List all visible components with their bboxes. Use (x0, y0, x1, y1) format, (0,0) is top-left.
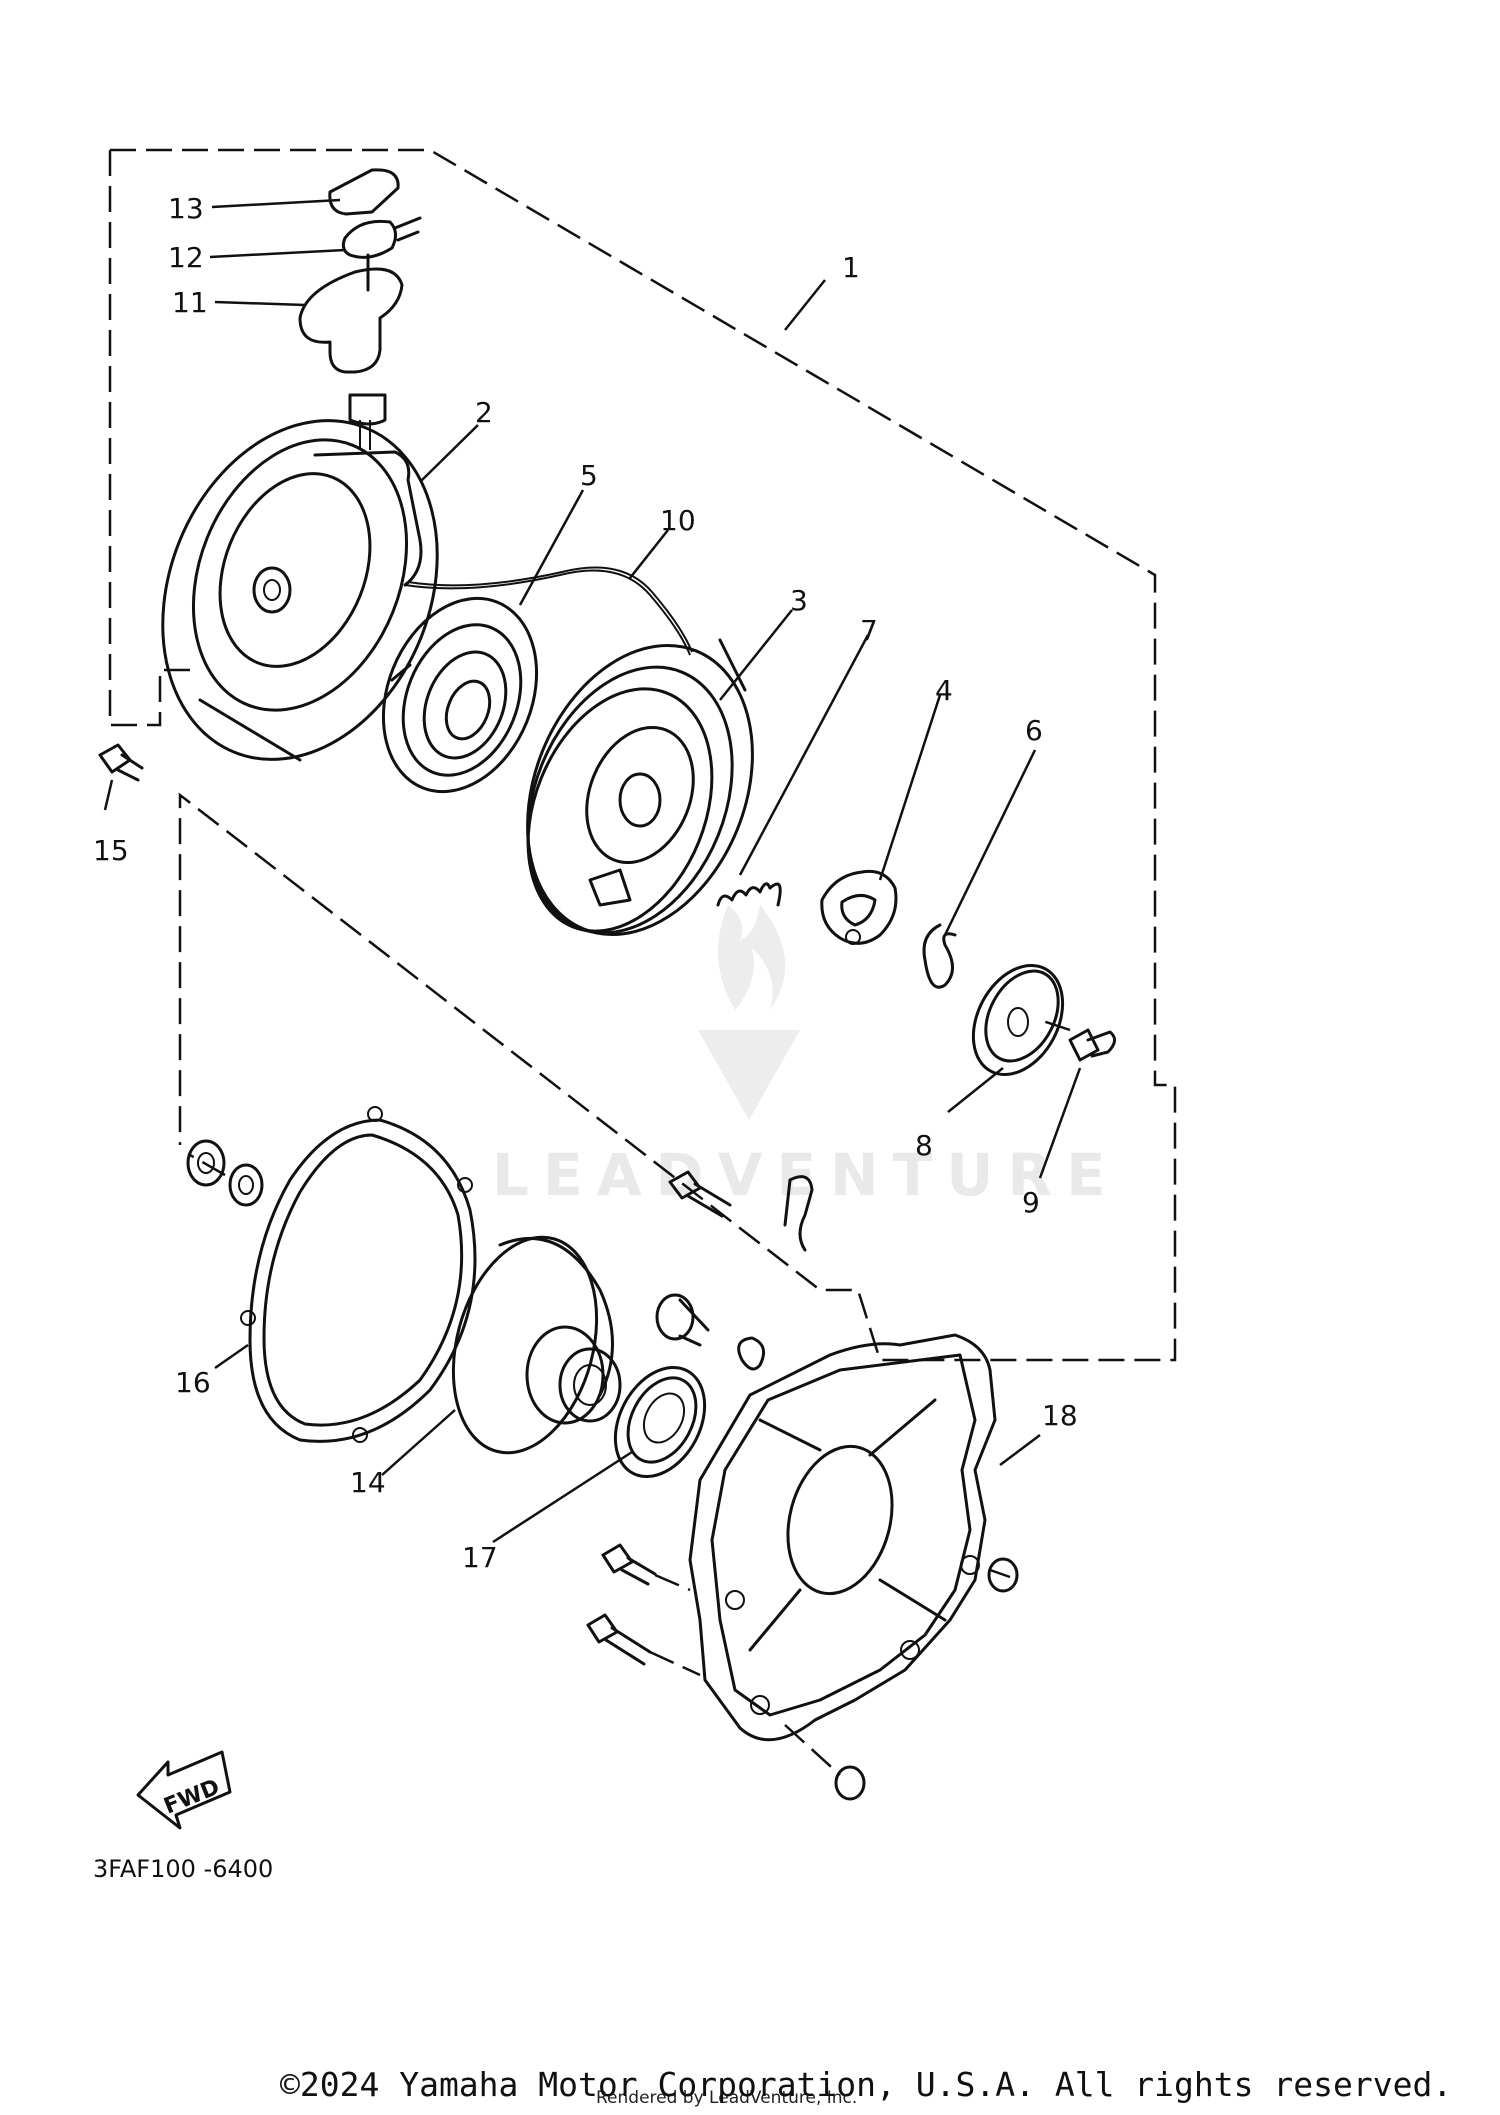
fwd-label: FWD (161, 1775, 224, 1820)
part-7-spring (716, 882, 782, 907)
part-11-handle (298, 267, 404, 450)
plug (655, 1293, 766, 1371)
callout-7: 7 (860, 614, 878, 647)
callout-10: 10 (660, 504, 696, 537)
watermark: LEADVENTURE (492, 905, 1120, 1209)
callout-15: 15 (93, 834, 129, 867)
watermark-text: LEADVENTURE (492, 1141, 1120, 1209)
callout-11: 11 (172, 286, 208, 319)
callout-8: 8 (915, 1129, 933, 1162)
callout-2: 2 (475, 396, 493, 429)
fwd-arrow-icon: FWD (136, 1750, 232, 1830)
callout-4: 4 (935, 674, 953, 707)
part-6-clip (922, 923, 957, 989)
cover-bolts (586, 1543, 1019, 1801)
part-17-oil-seal (613, 1365, 707, 1479)
fastener-dashes (189, 1018, 1071, 1776)
diagram-ref-code: 3FAF100 -6400 (93, 1855, 273, 1883)
part-18-cover (688, 1333, 997, 1742)
callout-13: 13 (168, 192, 204, 225)
callout-17: 17 (462, 1541, 498, 1574)
rendered-by-note: Rendered by LeadVenture, Inc. (596, 2088, 858, 2108)
callout-3: 3 (790, 584, 808, 617)
part-2-starter-case (161, 419, 439, 762)
leader-lines (103, 198, 1082, 1544)
part-9-bolt (1068, 1028, 1116, 1062)
assembly-1-boundary (108, 148, 1177, 1362)
part-12-clip (341, 216, 422, 292)
bolt-upper (668, 1170, 732, 1218)
part-13-cap (328, 168, 400, 216)
part-10-rope (404, 566, 693, 656)
callout-12: 12 (168, 241, 204, 274)
callout-16: 16 (175, 1366, 211, 1399)
callout-18: 18 (1042, 1399, 1078, 1432)
part-5-spring (381, 596, 539, 794)
callout-6: 6 (1025, 714, 1043, 747)
clip-upper (783, 1175, 814, 1252)
part-8-washer (971, 963, 1065, 1077)
part-14-drive-pulley (451, 1235, 622, 1455)
nut-washer (186, 1139, 264, 1207)
copyright-notice: ©2024 Yamaha Motor Corporation, U.S.A. A… (280, 2065, 1453, 2104)
callout-1: 1 (842, 251, 860, 284)
callout-9: 9 (1022, 1186, 1040, 1219)
callout-5: 5 (580, 459, 598, 492)
callout-14: 14 (350, 1466, 386, 1499)
part-15-bolt (98, 743, 144, 782)
part-4-pawl (820, 869, 898, 945)
part-3-sheave-drum (526, 638, 754, 937)
part-16-gasket (240, 1106, 477, 1443)
